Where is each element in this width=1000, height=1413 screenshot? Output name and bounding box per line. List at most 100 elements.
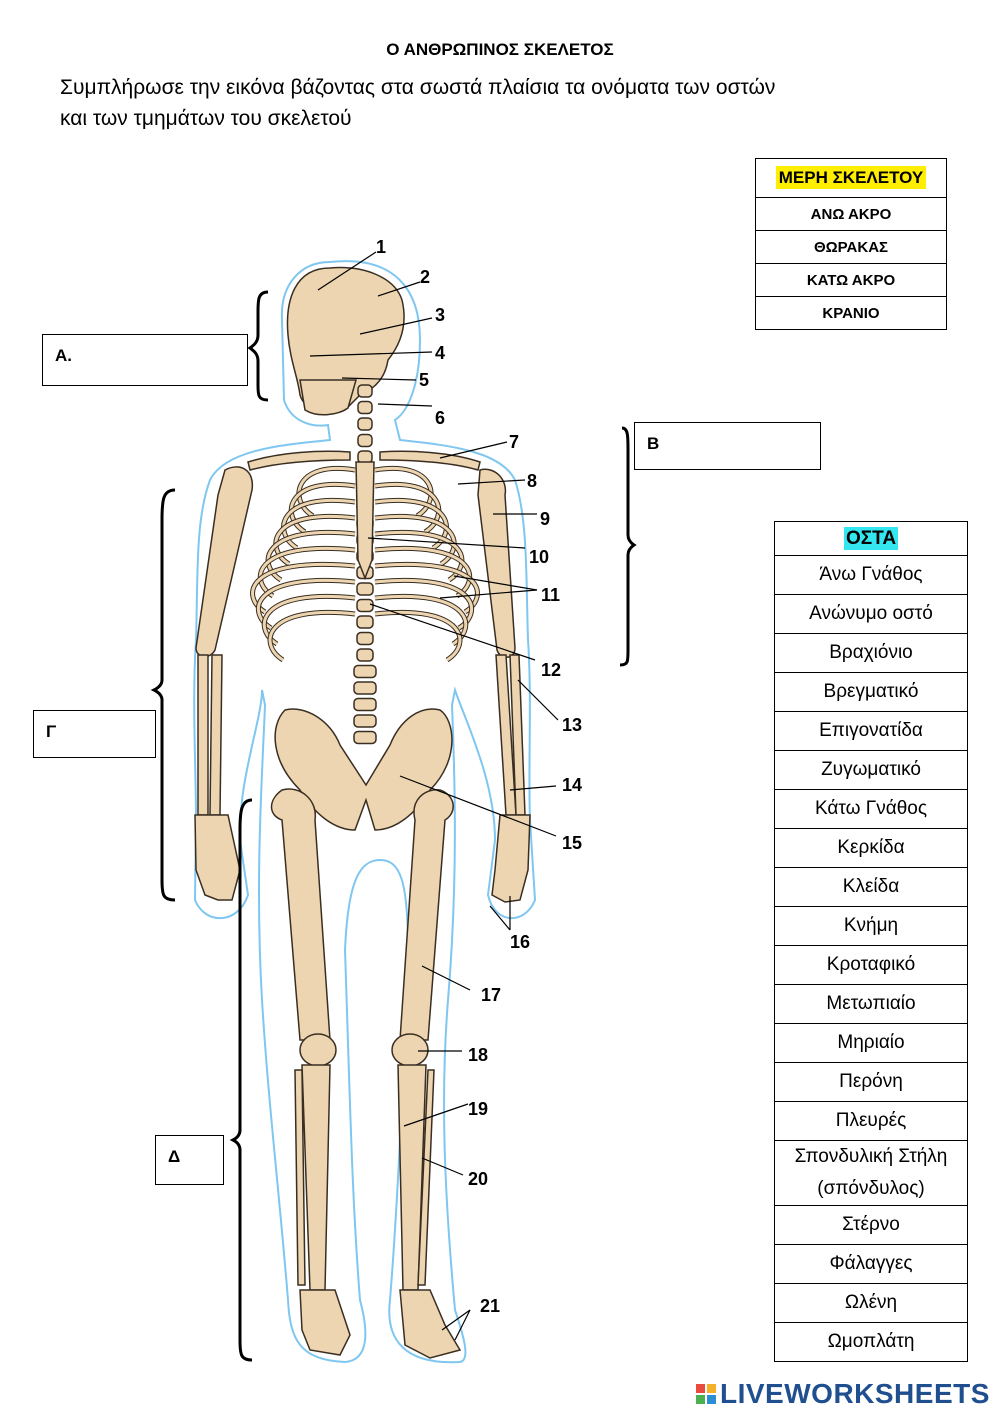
bone-item[interactable]: Κροταφικό — [774, 945, 968, 985]
bone-item[interactable]: Κλείδα — [774, 867, 968, 907]
vertebra — [356, 598, 374, 613]
label-12: 12 — [541, 660, 561, 680]
bone-item[interactable]: Επιγονατίδα — [774, 711, 968, 751]
answer-box-b[interactable]: Β — [634, 422, 821, 470]
label-10: 10 — [529, 547, 549, 567]
bone-item[interactable]: Άνω Γνάθος — [774, 555, 968, 595]
humerus-left — [195, 466, 254, 658]
bone-item[interactable]: Ανώνυμο οστό — [774, 594, 968, 634]
rib-left — [267, 610, 356, 663]
vertebra — [357, 433, 373, 448]
rib-right-fill — [374, 515, 456, 566]
instructions-line-1: Συμπλήρωσε την εικόνα βάζοντας στα σωστά… — [60, 76, 776, 99]
rib-left-fill — [289, 482, 356, 534]
answer-box-d-label: Δ — [168, 1147, 181, 1166]
vertebra — [356, 582, 374, 596]
bone-item[interactable]: Φάλαγγες — [774, 1244, 968, 1284]
bone-item[interactable]: Κνήμη — [774, 906, 968, 946]
label-15: 15 — [562, 833, 582, 853]
patella-left — [299, 1033, 337, 1067]
instructions: Συμπλήρωσε την εικόνα βάζοντας στα σωστά… — [60, 72, 960, 134]
rib-left-fill — [282, 499, 356, 550]
rib-left — [250, 562, 356, 615]
parts-item-upper-limb[interactable]: ΑΝΩ ΑΚΡΟ — [755, 197, 947, 231]
rib-right-fill — [374, 466, 433, 518]
vertebra — [353, 697, 377, 712]
parts-item-skull[interactable]: ΚΡΑΝΙΟ — [755, 296, 947, 330]
label-8: 8 — [527, 471, 537, 491]
jaw — [299, 379, 357, 416]
label-21: 21 — [480, 1296, 500, 1316]
label-3: 3 — [435, 305, 445, 325]
bone-item[interactable]: Πλευρές — [774, 1101, 968, 1141]
vertebra — [357, 384, 373, 398]
parts-table: ΜΕΡΗ ΣΚΕΛΕΤΟΥ ΑΝΩ ΑΚΡΟ ΘΩΡΑΚΑΣ ΚΑΤΩ ΑΚΡΟ… — [755, 158, 947, 330]
label-2: 2 — [420, 267, 430, 287]
femur-right — [399, 789, 454, 1041]
answer-box-g-label: Γ — [46, 722, 57, 741]
label-14: 14 — [562, 775, 582, 795]
rib-right — [374, 594, 469, 647]
bone-item[interactable]: Ωμοπλάτη — [774, 1322, 968, 1362]
bone-item[interactable]: Περόνη — [774, 1062, 968, 1102]
bone-item[interactable]: Κερκίδα — [774, 828, 968, 868]
bone-item[interactable]: Βραχιόνιο — [774, 633, 968, 673]
vertebra — [357, 400, 373, 415]
logo-text: LIVEWORKSHEETS — [720, 1378, 990, 1409]
clavicle-right — [379, 450, 481, 471]
rib-left-fill — [297, 466, 356, 518]
answer-box-b-label: Β — [647, 434, 660, 453]
answer-box-a-label: Α. — [55, 346, 72, 365]
rib-left-fill — [274, 515, 356, 566]
bone-item[interactable]: Ζυγωματικό — [774, 750, 968, 790]
rib-right-fill — [374, 482, 441, 534]
logo-blocks-icon — [696, 1384, 716, 1404]
leader-lines — [309, 251, 559, 1341]
clavicle-left — [247, 450, 351, 471]
bone-item[interactable]: Στέρνο — [774, 1205, 968, 1245]
foot-right — [399, 1289, 462, 1359]
page-title: Ο ΑΝΘΡΩΠΙΝΟΣ ΣΚΕΛΕΤΟΣ — [386, 40, 614, 59]
brackets — [150, 290, 637, 1362]
label-4: 4 — [435, 343, 445, 363]
label-1: 1 — [376, 237, 386, 257]
liveworksheets-logo: LIVEWORKSHEETS — [696, 1378, 990, 1410]
fibula-left — [294, 1069, 306, 1286]
rib-right — [374, 578, 475, 631]
answer-box-d[interactable]: Δ — [155, 1135, 224, 1185]
bone-item[interactable]: Ωλένη — [774, 1283, 968, 1323]
label-11: 11 — [541, 585, 560, 605]
body-outline — [193, 260, 537, 1364]
answer-box-a[interactable]: Α. — [42, 334, 248, 386]
bone-item[interactable]: Μετωπιαίο — [774, 984, 968, 1024]
bracket-d — [229, 798, 253, 1362]
answer-box-g[interactable]: Γ — [33, 710, 156, 758]
parts-item-lower-limb[interactable]: ΚΑΤΩ ΑΚΡΟ — [755, 263, 947, 297]
tibia-left — [301, 1064, 331, 1291]
vertebra — [357, 450, 373, 464]
label-5: 5 — [419, 370, 429, 390]
vertebra — [357, 417, 373, 431]
parts-table-header: ΜΕΡΗ ΣΚΕΛΕΤΟΥ — [755, 158, 947, 198]
foot-left — [299, 1289, 351, 1356]
instructions-line-2: και των τμημάτων του σκελετού — [60, 107, 352, 130]
bone-item[interactable]: Σπονδυλική Στήλη (σπόνδυλος) — [774, 1140, 968, 1206]
label-17: 17 — [481, 985, 501, 1005]
label-13: 13 — [562, 715, 582, 735]
rib-right-fill — [374, 611, 462, 662]
bone-item[interactable]: Βρεγματικό — [774, 672, 968, 712]
radius-left — [197, 654, 209, 816]
bracket-g — [150, 488, 176, 902]
ulna-left — [209, 654, 223, 816]
rib-right-fill — [374, 547, 472, 598]
hand-right — [491, 814, 531, 903]
rib-right — [374, 562, 480, 615]
bones-table: ΟΣΤΑ Άνω Γνάθος Ανώνυμο οστό Βραχιόνιο Β… — [774, 521, 968, 1362]
bracket-b — [619, 426, 637, 667]
bone-item[interactable]: Κάτω Γνάθος — [774, 789, 968, 829]
rib-right-fill — [374, 499, 448, 550]
parts-item-thorax[interactable]: ΘΩΡΑΚΑΣ — [755, 230, 947, 264]
bone-item[interactable]: Μηριαίο — [774, 1023, 968, 1063]
rib-left-fill — [258, 547, 356, 598]
ribcage — [250, 465, 480, 663]
